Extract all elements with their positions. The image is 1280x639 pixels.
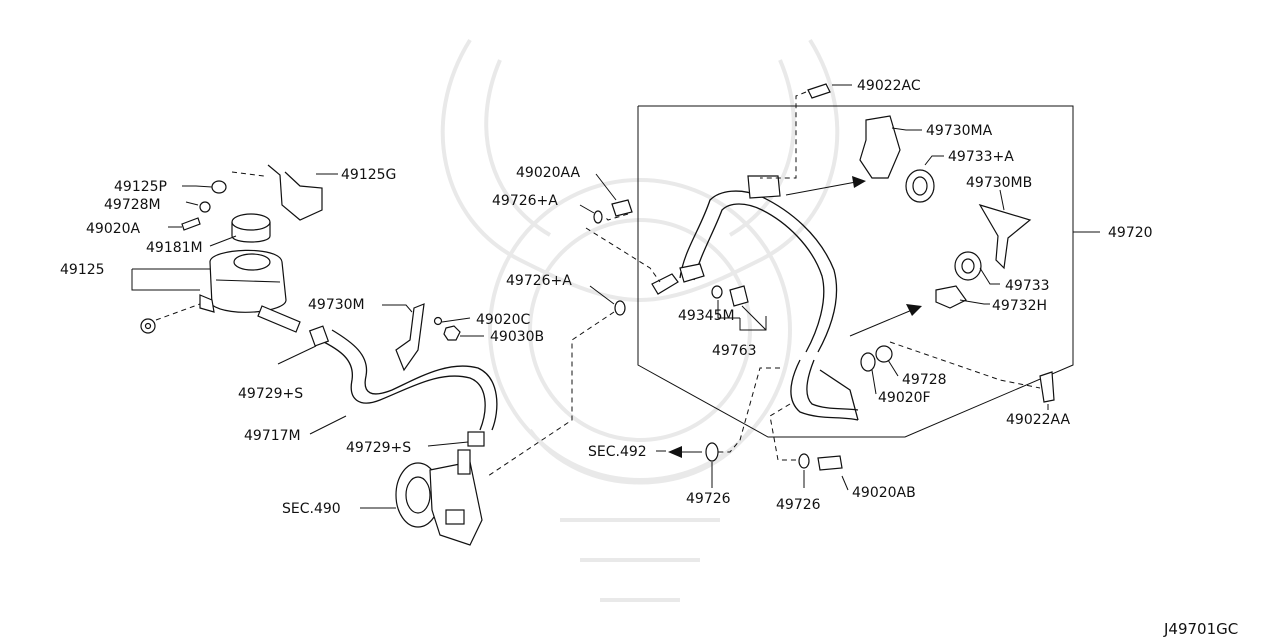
washer-49726-left-part <box>705 442 719 462</box>
clamp-49733-part <box>954 251 982 281</box>
label-49763[interactable]: 49763 <box>712 343 757 359</box>
label-49020A[interactable]: 49020A <box>86 221 141 237</box>
label-49020AA[interactable]: 49020AA <box>516 165 581 181</box>
bracket-49730M-part <box>395 303 425 372</box>
label-49125G[interactable]: 49125G <box>341 167 396 183</box>
washer-49020C-part <box>433 316 443 326</box>
bracket-49730MA-part <box>859 115 901 179</box>
label-49022AC[interactable]: 49022AC <box>857 78 921 94</box>
reservoir-tank-part <box>199 249 301 333</box>
assembly-outline-49720 <box>637 105 1100 438</box>
label-49030B[interactable]: 49030B <box>490 329 544 345</box>
reservoir-cap-part <box>231 213 271 243</box>
washer-part-left <box>140 318 156 334</box>
washer-49726-right-part <box>798 453 810 469</box>
label-49022AA[interactable]: 49022AA <box>1006 412 1071 428</box>
nut-49030B-part <box>443 325 461 341</box>
bolt-49020AB-part <box>817 455 843 471</box>
bolt-49022AA-part <box>1039 371 1055 403</box>
label-49729S-left[interactable]: 49729+S <box>238 386 303 402</box>
label-sec490[interactable]: SEC.490 <box>282 501 341 517</box>
label-49726-bottom-right[interactable]: 49726 <box>776 497 821 513</box>
label-49125P[interactable]: 49125P <box>114 179 167 195</box>
o-ring-49345M-part <box>711 285 723 299</box>
washer-49728M-part <box>199 201 211 213</box>
label-49728M[interactable]: 49728M <box>104 197 161 213</box>
collar-49020F-part <box>860 352 876 372</box>
label-49730MB[interactable]: 49730MB <box>966 175 1032 191</box>
direction-arrows <box>668 176 922 458</box>
part-labels: 49022AC 49730MA 49733+A 49730MB 49720 49… <box>60 78 1238 638</box>
label-49020AB[interactable]: 49020AB <box>852 485 916 501</box>
bolt-49020A-part <box>181 217 201 231</box>
label-49730MA[interactable]: 49730MA <box>926 123 993 139</box>
label-49726A-top[interactable]: 49726+A <box>492 193 558 209</box>
label-49726A-mid[interactable]: 49726+A <box>506 273 572 289</box>
label-49726-bottom-left[interactable]: 49726 <box>686 491 731 507</box>
washer-49726A-mid-part <box>614 300 626 316</box>
label-49733A[interactable]: 49733+A <box>948 149 1014 165</box>
label-sec492[interactable]: SEC.492 <box>588 444 647 460</box>
grommet-49728-part <box>875 345 893 363</box>
washer-49726A-top-part <box>593 210 603 224</box>
label-49732H[interactable]: 49732H <box>992 298 1047 314</box>
diagram-id: J49701GC <box>1163 620 1238 638</box>
label-49020C[interactable]: 49020C <box>476 312 531 328</box>
leader-lines <box>131 84 1049 509</box>
dashed-guide-lines <box>155 91 1041 477</box>
watermark-emblem <box>440 38 840 602</box>
label-49020F[interactable]: 49020F <box>878 390 931 406</box>
grommet-49125P-part <box>211 180 227 194</box>
pressure-hose-49720-part <box>651 175 859 421</box>
label-49730M[interactable]: 49730M <box>308 297 365 313</box>
label-49720[interactable]: 49720 <box>1108 225 1153 241</box>
label-49345M[interactable]: 49345M <box>678 308 735 324</box>
label-49717M[interactable]: 49717M <box>244 428 301 444</box>
bracket-49125G-part <box>267 164 323 221</box>
clamp-49732H-part <box>935 285 967 309</box>
sensor-49763-part <box>729 285 749 307</box>
label-49733[interactable]: 49733 <box>1005 278 1050 294</box>
clamp-49733A-part <box>905 169 935 203</box>
hose-49717M-part <box>308 325 498 447</box>
bolt-49020AA-part <box>611 199 633 217</box>
bracket-49730MB-part <box>978 203 1032 270</box>
label-49181M[interactable]: 49181M <box>146 240 203 256</box>
pump-sec490-part <box>395 449 483 546</box>
label-49728-right[interactable]: 49728 <box>902 372 947 388</box>
label-49729S-mid[interactable]: 49729+S <box>346 440 411 456</box>
bolt-49022AC-part <box>807 83 831 99</box>
label-49125[interactable]: 49125 <box>60 262 105 278</box>
